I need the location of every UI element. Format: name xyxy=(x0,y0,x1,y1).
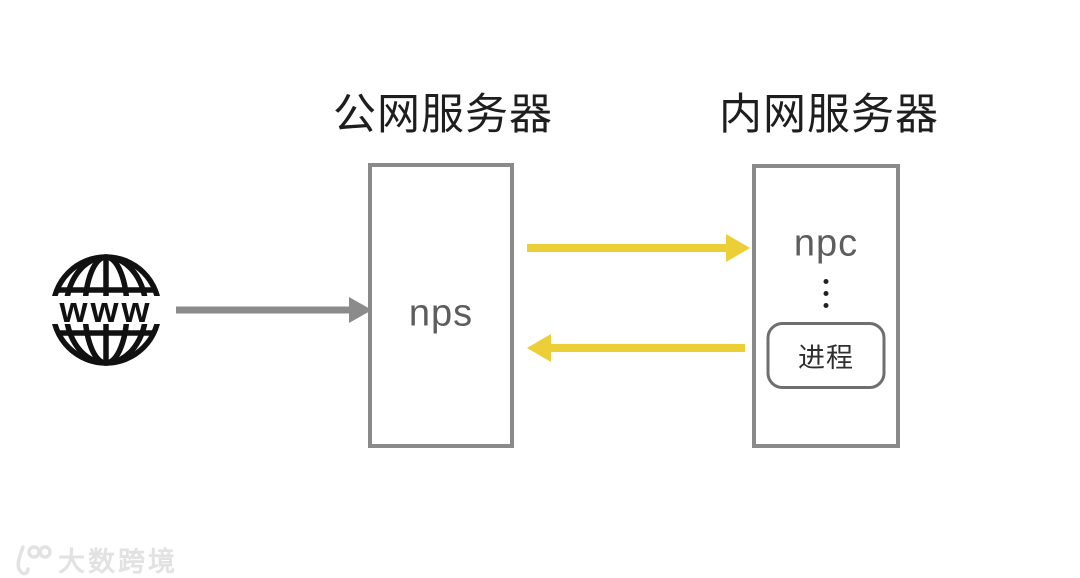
ellipsis-dot xyxy=(823,279,829,284)
watermark: 大数跨境 xyxy=(10,540,178,578)
ellipsis-dot xyxy=(823,291,829,296)
vertical-ellipsis xyxy=(823,279,829,308)
ellipsis-dot xyxy=(823,303,829,308)
nps-node-label: nps xyxy=(408,292,474,335)
public-server-box: nps xyxy=(368,163,514,448)
npc-node-label: npc xyxy=(793,222,859,265)
process-label: 进程 xyxy=(798,343,854,373)
npc-to-nps-arrow xyxy=(527,334,745,362)
public-server-title: 公网服务器 xyxy=(333,91,553,139)
www-to-nps-arrow xyxy=(176,297,372,323)
watermark-logo-icon xyxy=(16,544,52,575)
www-band xyxy=(49,296,163,324)
www-label: www xyxy=(58,289,152,330)
process-box: 进程 xyxy=(766,322,886,389)
nps-to-npc-arrow xyxy=(527,234,750,262)
private-server-box: npc 进程 xyxy=(752,164,900,448)
watermark-text: 大数跨境 xyxy=(58,547,178,577)
globe-www-icon: www xyxy=(49,254,163,366)
private-server-title: 内网服务器 xyxy=(719,91,939,139)
